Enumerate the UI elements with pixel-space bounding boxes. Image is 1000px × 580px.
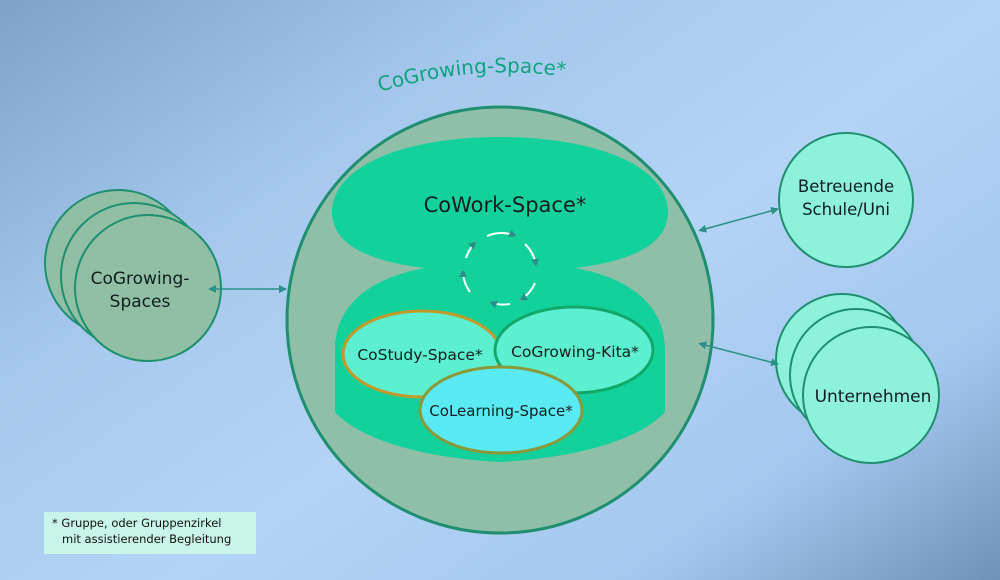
footnote-line1: * Gruppe, oder Gruppenzirkel (52, 516, 222, 530)
cogrowing-kita-label: CoGrowing-Kita* (511, 343, 639, 361)
betreuende-schule-line1: Betreuende (798, 177, 894, 196)
unternehmen-label: Unternehmen (815, 387, 932, 407)
arrow-top-right-connector (698, 206, 779, 233)
unternehmen-stack (775, 293, 940, 464)
betreuende-schule-circle (778, 132, 914, 268)
cogrowing-spaces-label-line2: Spaces (110, 292, 171, 312)
footnote-line2: mit assistierender Begleitung (62, 532, 232, 546)
cowork-space-label: CoWork-Space* (424, 193, 587, 217)
cycle-arrows-icon (458, 229, 540, 309)
betreuende-schule-line2: Schule/Uni (802, 200, 890, 219)
cogrowing-space-title: CoGrowing-Space* (375, 53, 568, 96)
arrow-bottom-right-connector (698, 341, 779, 367)
colearning-space-label: CoLearning-Space* (429, 402, 573, 420)
colearning-space-ellipse (418, 365, 584, 455)
footnote-box: * Gruppe, oder Gruppenzirkel mit assisti… (44, 512, 256, 554)
cogrowing-spaces-stack (44, 189, 222, 362)
costudy-space-label: CoStudy-Space* (357, 346, 483, 364)
cogrowing-spaces-label-line1: CoGrowing- (91, 269, 190, 289)
